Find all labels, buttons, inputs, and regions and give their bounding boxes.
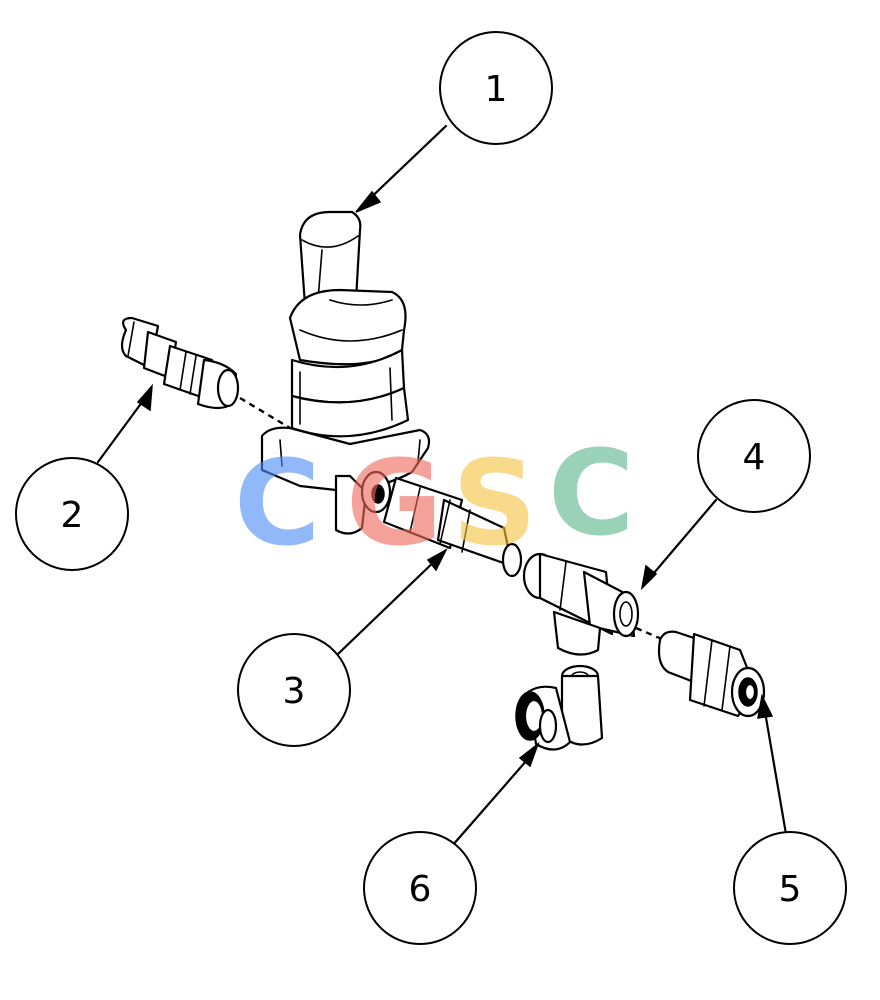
callout-4: 4 bbox=[697, 399, 811, 513]
callout-2: 2 bbox=[15, 457, 129, 571]
watermark-letter-c1: C bbox=[234, 434, 321, 572]
callout-1: 1 bbox=[439, 31, 553, 145]
part-6-elbow-fitting bbox=[515, 664, 604, 751]
part-4-tee-fitting bbox=[522, 552, 640, 656]
part-3-pipe-nipple bbox=[382, 476, 523, 578]
callout-4-label: 4 bbox=[743, 437, 766, 478]
leader-2 bbox=[96, 383, 153, 464]
callout-3-label: 3 bbox=[283, 671, 306, 712]
watermark-letter-c2: C bbox=[548, 424, 635, 562]
leader-4 bbox=[640, 498, 718, 591]
part-1-valve-body bbox=[260, 210, 431, 535]
callout-6-label: 6 bbox=[409, 869, 432, 910]
callout-2-label: 2 bbox=[61, 495, 84, 536]
part-2-hose-barb bbox=[120, 316, 240, 410]
leader-6 bbox=[450, 741, 540, 848]
leader-5 bbox=[757, 693, 788, 836]
callout-5: 5 bbox=[733, 831, 847, 945]
callout-3: 3 bbox=[237, 633, 351, 747]
assembly-line-2 bbox=[239, 396, 291, 430]
assembly-line-4 bbox=[635, 626, 665, 642]
part-5-straight-adapter bbox=[657, 630, 766, 718]
watermark-logo: C G S C bbox=[234, 424, 635, 572]
callout-5-label: 5 bbox=[779, 869, 802, 910]
watermark-letter-s: S bbox=[452, 434, 537, 572]
callout-6: 6 bbox=[363, 831, 477, 945]
callout-1-label: 1 bbox=[485, 69, 508, 110]
leader-3 bbox=[336, 548, 448, 656]
watermark-letter-g: G bbox=[346, 434, 443, 572]
leader-1 bbox=[355, 124, 448, 213]
